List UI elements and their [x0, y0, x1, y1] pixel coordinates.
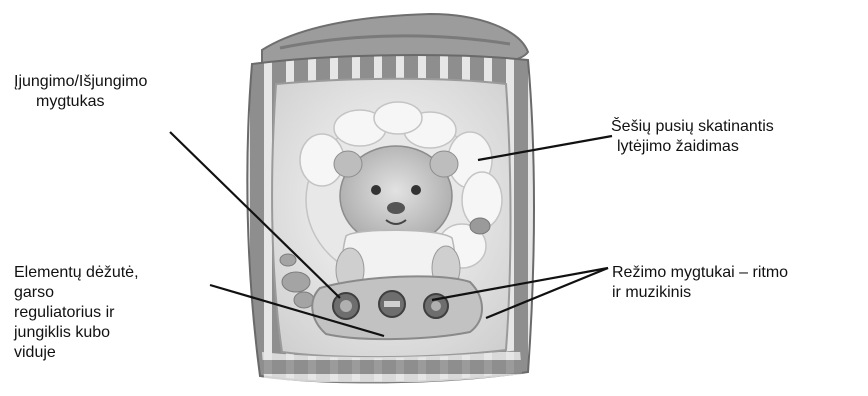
label-mode-buttons: Režimo mygtukai – ritmo ir muzikinis [612, 263, 788, 303]
label-mode-line-2: ir muzikinis [612, 283, 788, 303]
label-six-sided-play: Šešių pusių skatinantis lytėjimo žaidima… [611, 117, 774, 157]
power-button-shape [333, 293, 359, 319]
label-mode-line-1: Režimo mygtukai – ritmo [612, 263, 788, 283]
label-battery-line-4: jungiklis kubo [14, 323, 139, 343]
label-power-line-1: Įjungimo/Išjungimo [14, 72, 147, 92]
label-six-sided-line-1: Šešių pusių skatinantis [611, 117, 774, 137]
label-battery-line-1: Elementų dėžutė, [14, 263, 139, 283]
label-power-button: Įjungimo/Išjungimo mygtukas [14, 72, 147, 112]
mode-button-rhythm-shape [379, 291, 405, 317]
label-battery-line-2: garso [14, 283, 139, 303]
label-power-line-2: mygtukas [14, 92, 147, 112]
label-six-sided-line-2: lytėjimo žaidimas [611, 137, 774, 157]
label-battery-box: Elementų dėžutė, garso reguliatorius ir … [14, 263, 139, 363]
label-battery-line-5: viduje [14, 343, 139, 363]
label-battery-line-3: reguliatorius ir [14, 303, 139, 323]
